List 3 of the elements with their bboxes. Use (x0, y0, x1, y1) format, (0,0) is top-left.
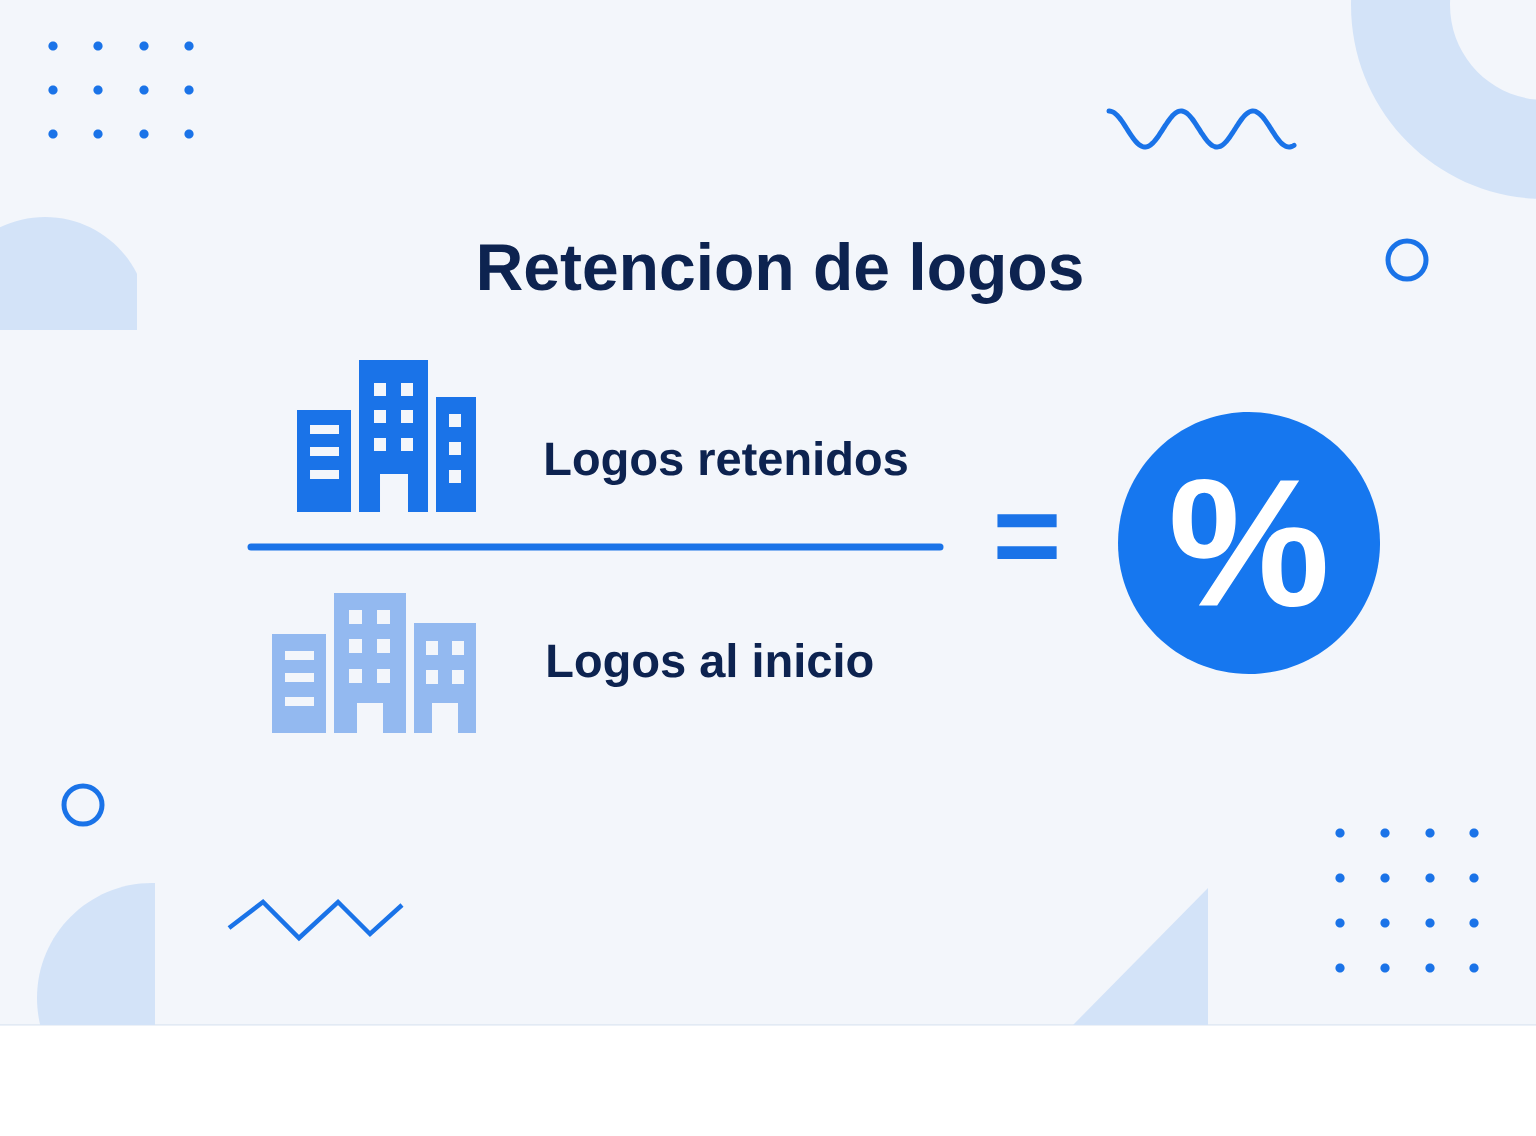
fraction-label: Logos retenidos (546, 441, 907, 485)
fraction-label: Logos al inicio (548, 643, 873, 687)
title: Retencion de logos (480, 242, 1082, 304)
